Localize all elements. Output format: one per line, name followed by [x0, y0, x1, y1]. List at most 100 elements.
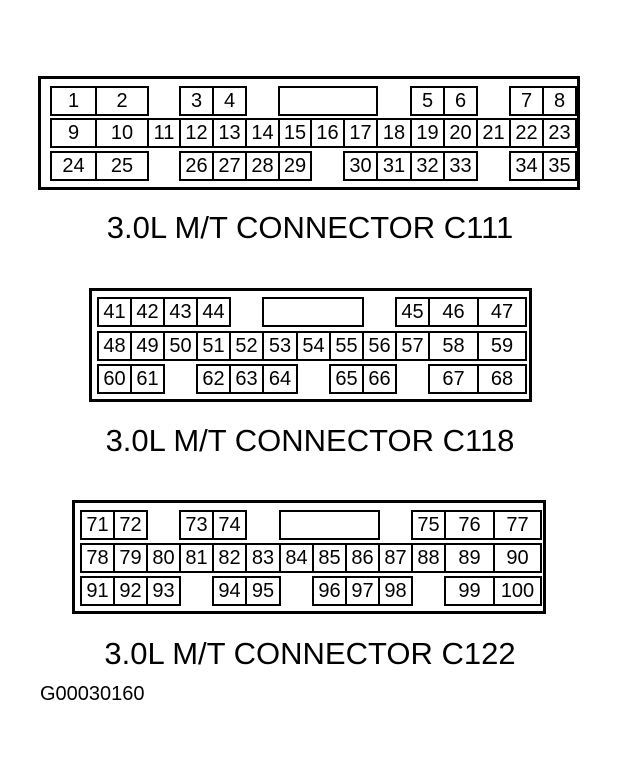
pin-cell: 82	[212, 543, 247, 573]
pin-cell: 4	[212, 86, 247, 116]
pin-cell: 90	[493, 543, 542, 573]
connector-housing-2	[89, 288, 532, 402]
pin-cell: 92	[113, 576, 148, 606]
pin-cell: 78	[80, 543, 115, 573]
pin-cell: 77	[493, 510, 542, 540]
pin-cell: 79	[113, 543, 148, 573]
pin-cell: 96	[312, 576, 347, 606]
pin-cell: 64	[262, 364, 298, 394]
pin-cell: 5	[410, 86, 445, 116]
pin-cell: 100	[493, 576, 542, 606]
pin-cell: 23	[542, 118, 577, 148]
pin-cell: 94	[212, 576, 247, 606]
connector-caption: 3.0L M/T CONNECTOR C111	[106, 210, 514, 245]
pin-cell: 24	[50, 151, 97, 181]
pin-cell: 62	[196, 364, 231, 394]
pin-cell: 34	[509, 151, 544, 181]
pin-cell: 86	[345, 543, 380, 573]
pin-cell: 50	[163, 331, 198, 361]
pin-cell: 56	[362, 331, 397, 361]
pin-cell: 12	[179, 118, 214, 148]
pin-cell: 66	[362, 364, 397, 394]
pin-cell: 1	[50, 86, 97, 116]
pin-cell: 73	[179, 510, 214, 540]
pin-cell: 57	[395, 331, 430, 361]
pin-cell: 99	[444, 576, 495, 606]
pin-cell: 29	[278, 151, 312, 181]
pin-cell: 47	[477, 297, 527, 327]
pin-cell: 18	[376, 118, 412, 148]
pin-cell: 71	[80, 510, 115, 540]
pin-cell: 8	[542, 86, 577, 116]
pin-cell: 43	[163, 297, 198, 327]
pin-cell: 7	[509, 86, 544, 116]
pin-cell: 76	[444, 510, 495, 540]
pin-cell: 21	[476, 118, 511, 148]
connector-latch	[262, 297, 364, 327]
pin-cell: 75	[411, 510, 446, 540]
pin-cell: 6	[443, 86, 478, 116]
pin-cell: 32	[410, 151, 445, 181]
pin-cell: 72	[113, 510, 148, 540]
pin-cell: 26	[179, 151, 214, 181]
pin-cell: 65	[329, 364, 364, 394]
pin-cell: 28	[245, 151, 280, 181]
pin-cell: 13	[212, 118, 247, 148]
pin-cell: 51	[196, 331, 231, 361]
pin-cell: 84	[279, 543, 314, 573]
pin-cell: 27	[212, 151, 247, 181]
connector-latch	[278, 86, 378, 116]
pin-cell: 63	[229, 364, 264, 394]
pin-cell: 17	[343, 118, 378, 148]
pin-cell: 46	[428, 297, 479, 327]
pin-cell: 97	[345, 576, 380, 606]
pin-cell: 14	[245, 118, 280, 148]
pin-cell: 87	[378, 543, 413, 573]
pin-cell: 33	[443, 151, 478, 181]
pin-cell: 15	[278, 118, 312, 148]
connector-caption: 3.0L M/T CONNECTOR C122	[104, 636, 516, 671]
pin-cell: 45	[395, 297, 430, 327]
pin-cell: 55	[329, 331, 364, 361]
pin-cell: 9	[50, 118, 97, 148]
pin-cell: 93	[146, 576, 181, 606]
pin-cell: 11	[147, 118, 181, 148]
pin-cell: 2	[95, 86, 149, 116]
figure-id: G00030160	[40, 683, 145, 705]
pin-cell: 3	[179, 86, 214, 116]
pin-cell: 67	[428, 364, 479, 394]
pin-cell: 74	[212, 510, 247, 540]
pin-cell: 48	[97, 331, 132, 361]
pin-cell: 20	[443, 118, 478, 148]
pin-cell: 91	[80, 576, 115, 606]
pin-cell: 44	[196, 297, 231, 327]
pin-cell: 31	[376, 151, 412, 181]
pin-cell: 58	[428, 331, 479, 361]
pin-cell: 49	[130, 331, 165, 361]
pin-cell: 16	[310, 118, 345, 148]
pin-cell: 10	[95, 118, 149, 148]
pin-cell: 52	[229, 331, 264, 361]
pin-cell: 83	[245, 543, 281, 573]
pin-cell: 35	[542, 151, 577, 181]
pin-cell: 68	[477, 364, 527, 394]
pin-cell: 59	[477, 331, 527, 361]
pin-cell: 54	[296, 331, 331, 361]
pin-cell: 61	[130, 364, 165, 394]
pin-cell: 81	[179, 543, 214, 573]
connector-caption: 3.0L M/T CONNECTOR C118	[105, 423, 515, 458]
pin-cell: 85	[312, 543, 347, 573]
connector-latch	[279, 510, 380, 540]
pin-cell: 60	[97, 364, 132, 394]
pin-cell: 80	[146, 543, 181, 573]
pin-cell: 30	[343, 151, 378, 181]
pin-cell: 89	[444, 543, 495, 573]
pin-cell: 98	[378, 576, 413, 606]
connector-housing-1	[38, 76, 580, 190]
pin-cell: 42	[130, 297, 165, 327]
pin-cell: 41	[97, 297, 132, 327]
pin-cell: 19	[410, 118, 445, 148]
pin-cell: 95	[245, 576, 281, 606]
pin-cell: 53	[262, 331, 298, 361]
